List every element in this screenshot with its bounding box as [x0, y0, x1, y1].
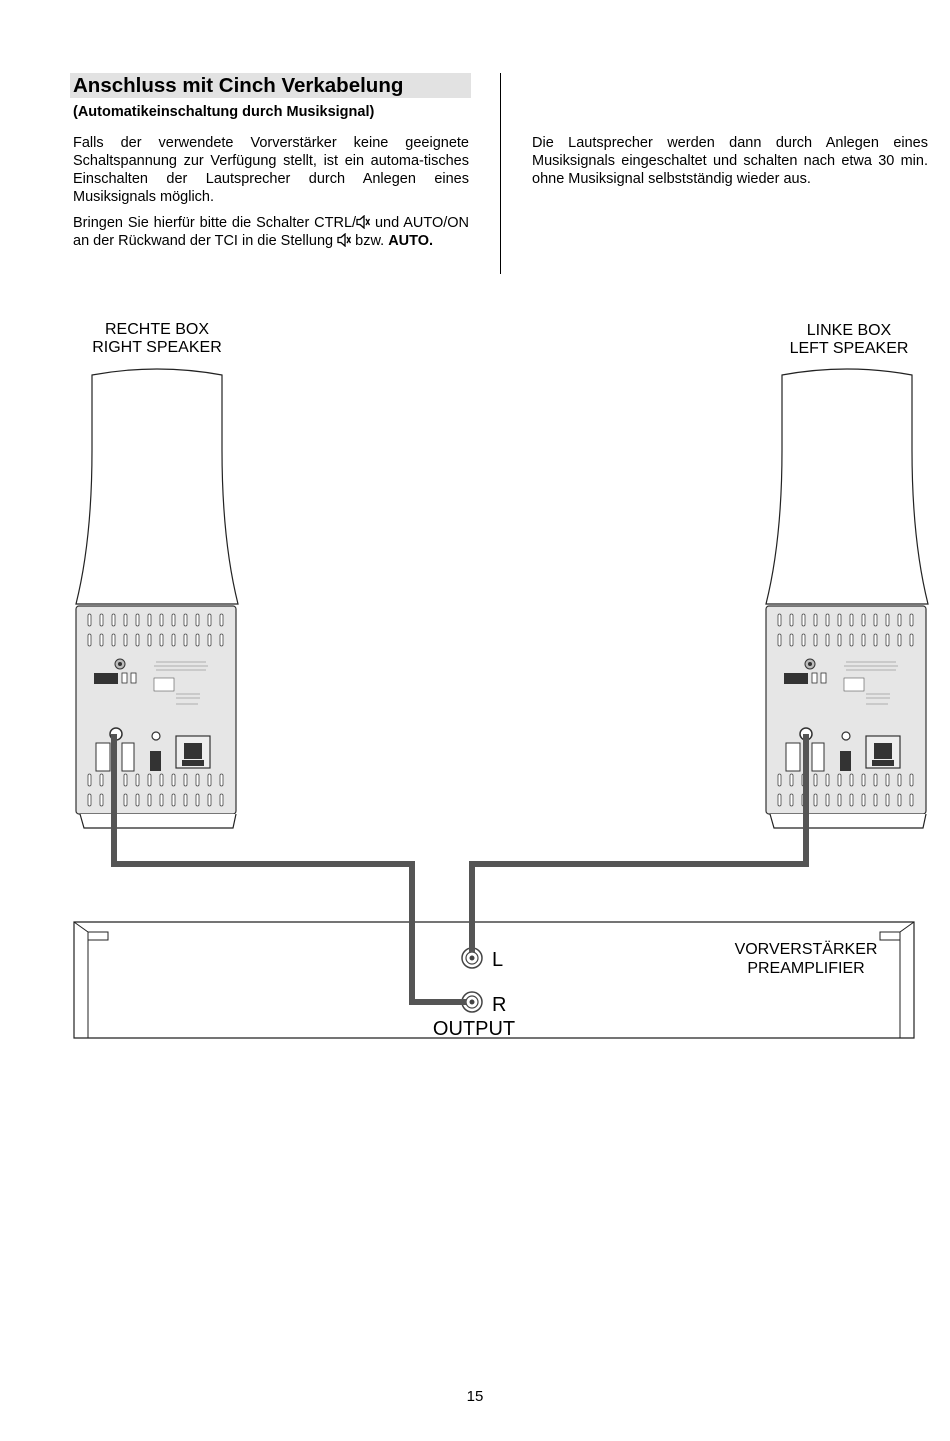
- right-paragraph-1: Die Lautsprecher werden dann durch Anleg…: [532, 135, 928, 187]
- left-paragraph-2-text-c: bzw.: [351, 233, 389, 249]
- left-column: Falls der verwendete Vorverstärker keine…: [73, 134, 469, 258]
- left-speaker-back-panel: [765, 605, 927, 815]
- right-speaker-label-de: RECHTE BOX: [105, 321, 209, 338]
- right-speaker-label-en: RIGHT SPEAKER: [92, 339, 222, 356]
- page-number: 15: [466, 1388, 484, 1405]
- column-divider: [500, 73, 501, 274]
- page-heading: Anschluss mit Cinch Verkabelung: [73, 74, 404, 97]
- preamplifier: VORVERSTÄRKER PREAMPLIFIER: [73, 921, 915, 1039]
- speaker-mute-icon: [356, 215, 371, 229]
- left-paragraph-2-text-a: Bringen Sie hierfür bitte die Schalter C…: [73, 215, 357, 231]
- left-paragraph-1: Falls der verwendete Vorverstärker keine…: [73, 135, 469, 205]
- left-paragraph-2-text-b: und AUTO/ON an der Rückwand der TCI in d…: [73, 215, 469, 249]
- left-paragraph-2-bold: AUTO.: [388, 233, 434, 249]
- page-subheading: (Automatikeinschaltung durch Musiksignal…: [73, 104, 375, 120]
- left-speaker-label-de: LINKE BOX: [807, 322, 892, 339]
- output-l-label: L: [492, 949, 503, 971]
- right-speaker: [75, 368, 239, 829]
- right-column: Die Lautsprecher werden dann durch Anleg…: [532, 134, 928, 188]
- output-r-label: R: [492, 994, 506, 1016]
- left-paragraph-2: Bringen Sie hierfür bitte die Schalter C…: [73, 214, 469, 250]
- left-speaker-label-en: LEFT SPEAKER: [790, 340, 909, 357]
- speaker-mute-icon: [337, 233, 352, 247]
- preamp-label-de: VORVERSTÄRKER: [735, 940, 878, 958]
- preamp-label-en: PREAMPLIFIER: [747, 960, 864, 977]
- cable-left-speaker-to-l: [469, 734, 809, 952]
- right-speaker-back-panel: [75, 605, 237, 815]
- heading-background: [70, 73, 471, 98]
- output-label: OUTPUT: [433, 1018, 515, 1040]
- left-speaker: [765, 368, 929, 829]
- cable-right-speaker-to-r: [111, 734, 466, 1005]
- connection-diagram: RECHTE BOX RIGHT SPEAKER LINKE BOX LEFT …: [73, 321, 929, 1040]
